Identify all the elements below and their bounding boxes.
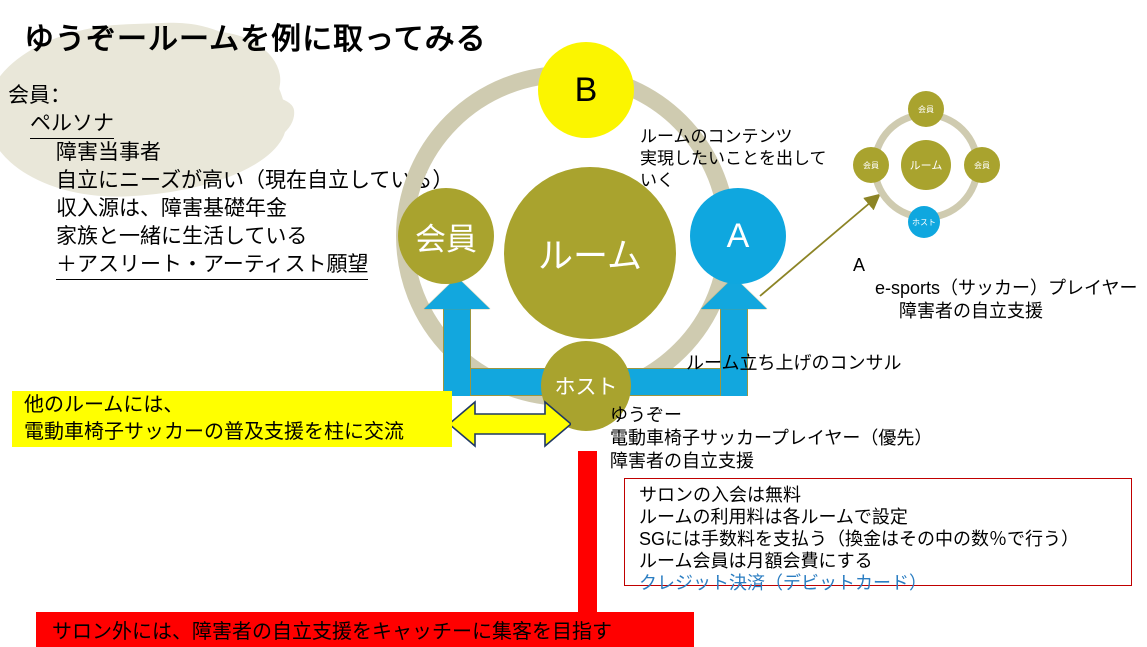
mini-node-host[interactable]: ホスト [908,206,940,238]
mini-caption-mission: 障害者の自立支援 [899,301,1043,321]
mini-node-room[interactable]: ルーム [901,140,951,190]
mini-diagram-caption: A e-sports（サッカー）プレイヤー 障害者の自立支援 [853,254,1137,323]
callout-line: いく [640,171,674,190]
persona-subheading: ペルソナ [30,110,114,139]
yuzo-name: ゆうぞー [610,405,682,425]
node-a[interactable]: A [690,188,786,284]
node-b[interactable]: B [538,42,634,138]
mini-caption-label: A [853,255,866,275]
mini-caption-role: e-sports（サッカー）プレイヤー [875,278,1138,298]
persona-heading: 会員： [8,84,71,107]
info-line: ルーム会員は月額会費にする [639,551,873,571]
callout-room-contents: ルームのコンテンツ 実現したいことを出して いく [640,126,827,192]
mini-node-member-top[interactable]: 会員 [908,91,944,127]
node-host[interactable]: ホスト [541,341,631,431]
callout-line: 実現したいことを出して [640,149,827,168]
red-connector-bar [578,451,597,623]
node-member[interactable]: 会員 [398,188,494,284]
yuzo-mission: 障害者の自立支援 [610,451,754,471]
persona-item: 障害当事者 [56,141,161,164]
persona-item: ＋アスリート・アーティスト願望 [56,251,369,280]
callout-room-consulting: ルーム立ち上げのコンサル [686,353,902,373]
info-line-highlight: クレジット決済（デビットカード） [639,573,927,593]
info-line: SGには手数料を支払う（換金はその中の数％で行う） [639,529,1080,549]
node-room[interactable]: ルーム [504,167,676,339]
info-line: ルームの利用料は各ルームで設定 [639,507,908,527]
yellow-box-line: 他のルームには、 [24,394,184,416]
persona-block: 会員： ペルソナ 障害当事者 自立にニーズが高い（現在自立している） 収入源は、… [8,82,453,280]
yuzo-profile-block: ゆうぞー 電動車椅子サッカープレイヤー（優先） 障害者の自立支援 [610,404,932,473]
arrow-host-to-member-stem [443,306,471,396]
persona-item: 家族と一緒に生活している [56,225,308,248]
persona-item: 収入源は、障害基礎年金 [56,197,287,220]
yuzo-role: 電動車椅子サッカープレイヤー（優先） [610,428,933,448]
mini-node-member-left[interactable]: 会員 [853,147,889,183]
info-line: サロンの入会は無料 [639,485,801,505]
outside-salon-banner: サロン外には、障害者の自立支援をキャッチーに集客を目指す [36,612,694,647]
other-rooms-note-box: 他のルームには、 電動車椅子サッカーの普及支援を柱に交流 [12,391,452,447]
mini-node-member-right[interactable]: 会員 [964,147,1000,183]
yellow-box-line: 電動車椅子サッカーの普及支援を柱に交流 [24,421,404,443]
callout-line: ルームのコンテンツ [640,127,793,146]
page-title: ゆうぞールームを例に取ってみる [24,23,487,56]
arrow-host-to-a-stem [720,306,748,396]
persona-item: 自立にニーズが高い（現在自立している） [56,169,454,192]
double-headed-arrow-icon [449,400,571,448]
pricing-info-box: サロンの入会は無料 ルームの利用料は各ルームで設定 SGには手数料を支払う（換金… [624,478,1132,593]
